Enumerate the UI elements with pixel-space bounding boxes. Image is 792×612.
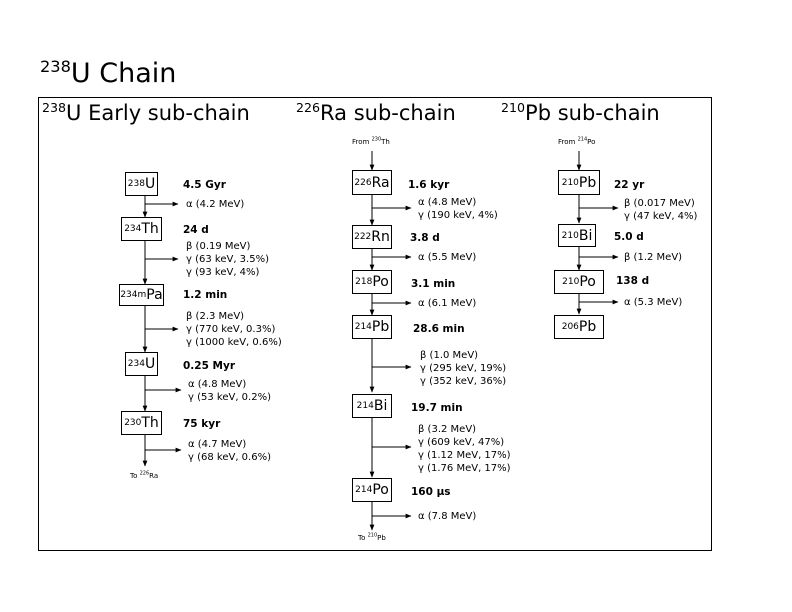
half-life-pa234m: 1.2 min: [183, 289, 228, 301]
decay-info-bi214: β (3.2 MeV)γ (609 keV, 47%)γ (1.12 MeV, …: [418, 424, 511, 474]
decay-info-th230: α (4.7 MeV)γ (68 keV, 0.6%): [188, 439, 271, 463]
half-life-po214: 160 µs: [411, 486, 451, 498]
to-note-ra226: To 226Ra: [130, 470, 159, 480]
subchain-title-pb210: 210Pb sub-chain: [501, 100, 660, 125]
decay-info-pb210: β (0.017 MeV)γ (47 keV, 4%): [624, 198, 698, 222]
decay-info-po210: α (5.3 MeV): [624, 297, 683, 308]
to-note-pb210: To 210Pb: [358, 532, 386, 542]
half-life-pb210: 22 yr: [614, 179, 645, 191]
half-life-th234: 24 d: [183, 224, 209, 236]
half-life-pb214: 28.6 min: [413, 323, 465, 335]
subchain-title-u238: 238U Early sub-chain: [42, 100, 250, 125]
decay-info-rn222: α (5.5 MeV): [418, 252, 477, 263]
diagram-frame: [38, 97, 712, 551]
decay-info-u238: α (4.2 MeV): [186, 199, 245, 210]
decay-info-pa234m: β (2.3 MeV)γ (770 keV, 0.3%)γ (1000 keV,…: [186, 311, 282, 348]
half-life-u238: 4.5 Gyr: [183, 179, 226, 191]
subchain-title-ra226: 226Ra sub-chain: [296, 100, 456, 125]
from-note-po214: From 214Po: [558, 136, 596, 146]
decay-info-pb214: β (1.0 MeV)γ (295 keV, 19%)γ (352 keV, 3…: [420, 350, 507, 387]
half-life-ra226: 1.6 kyr: [408, 179, 450, 191]
half-life-po218: 3.1 min: [411, 278, 456, 290]
decay-info-ra226: α (4.8 MeV)γ (190 keV, 4%): [418, 197, 498, 221]
decay-info-th234: β (0.19 MeV)γ (63 keV, 3.5%)γ (93 keV, 4…: [186, 241, 269, 278]
decay-info-u234: α (4.8 MeV)γ (53 keV, 0.2%): [188, 379, 271, 403]
half-life-bi210: 5.0 d: [614, 231, 644, 243]
page-title: 238U Chain: [40, 57, 177, 89]
from-note-th230: From 230Th: [352, 136, 390, 146]
half-life-rn222: 3.8 d: [410, 232, 440, 244]
half-life-th230: 75 kyr: [183, 418, 221, 430]
half-life-bi214: 19.7 min: [411, 402, 463, 414]
half-life-u234: 0.25 Myr: [183, 360, 236, 372]
decay-info-bi210: β (1.2 MeV): [624, 252, 683, 263]
decay-info-po214: α (7.8 MeV): [418, 511, 477, 522]
half-life-po210: 138 d: [616, 275, 650, 287]
decay-info-po218: α (6.1 MeV): [418, 298, 477, 309]
